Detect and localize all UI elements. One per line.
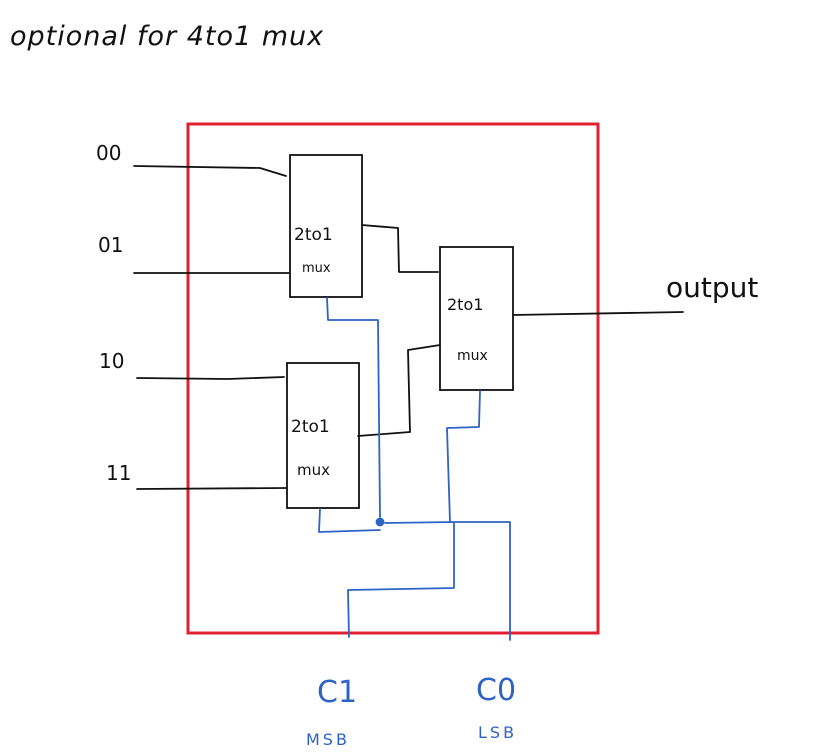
wire-c1-mux-top: [326, 297, 381, 518]
mux-final-label-1: 2to1: [447, 295, 483, 314]
wire-10: [136, 376, 285, 380]
input-label-10: 10: [99, 349, 124, 373]
wire-mux1-out: [361, 224, 439, 273]
mux-bottom: 2to1 mux: [286, 362, 360, 509]
mux-final: 2to1 mux: [439, 246, 514, 391]
mux-top-label-2: mux: [302, 261, 331, 276]
input-label-11: 11: [106, 461, 131, 485]
select-label-c1: C1: [317, 675, 357, 710]
wire-c0: [454, 521, 511, 641]
mux-bottom-box: [286, 362, 360, 509]
mux-final-box: [439, 246, 514, 391]
wire-c1: [347, 521, 455, 638]
mux-top: 2to1 mux: [289, 154, 363, 298]
input-label-00: 00: [96, 141, 121, 165]
wire-c1-mux-bottom: [318, 508, 381, 533]
select-label-c0: C0: [476, 673, 516, 708]
wire-c0-mux-final: [446, 390, 481, 523]
mux-bottom-label-2: mux: [297, 461, 330, 479]
output-label: output: [666, 271, 758, 304]
wire-output: [512, 311, 684, 316]
mux-top-box: [289, 154, 363, 298]
wire-00: [133, 165, 287, 177]
select-note-msb: MSB: [306, 730, 350, 749]
mux-top-label-1: 2to1: [294, 225, 333, 245]
mux-bottom-label-1: 2to1: [291, 417, 330, 437]
input-label-01: 01: [98, 233, 123, 257]
wire-junction: [375, 517, 385, 527]
select-note-lsb: LSB: [478, 723, 517, 742]
wire-mux2-out: [357, 344, 441, 437]
select-wires: [318, 297, 511, 641]
input-wires: [133, 165, 684, 490]
mux-final-label-2: mux: [457, 348, 488, 364]
diagram-title: optional for 4to1 mux: [10, 21, 324, 52]
wire-11: [136, 487, 287, 490]
